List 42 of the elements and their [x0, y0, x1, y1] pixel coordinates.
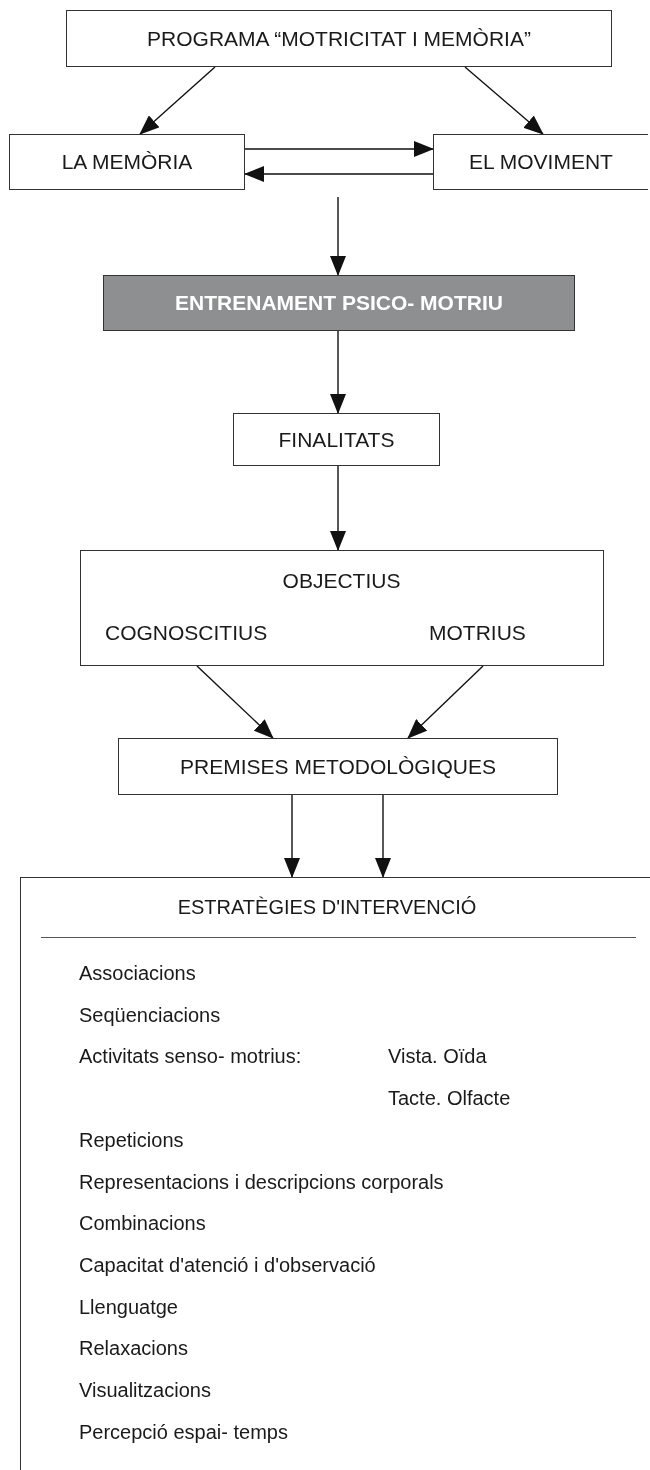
- arrow: [330, 330, 346, 414]
- objectives-box: [80, 550, 604, 666]
- box-label: PREMISES METODOLÒGIQUES: [180, 754, 496, 779]
- strategy-item: Relaxacions: [79, 1337, 188, 1361]
- arrow: [407, 665, 484, 739]
- box-label: PROGRAMA “MOTRICITAT I MEMÒRIA”: [147, 26, 531, 51]
- strategy-item: Representacions i descripcions corporals: [79, 1170, 444, 1194]
- box-heading: OBJECTIUS: [281, 569, 402, 593]
- strategy-item: Visualitzacions: [79, 1379, 211, 1402]
- arrow: [330, 196, 346, 276]
- program-box: [66, 10, 612, 67]
- arrow: [375, 794, 391, 878]
- arrow: [244, 141, 434, 157]
- strategies-panel: [20, 877, 650, 1470]
- box-label: EL MOVIMENT: [469, 150, 613, 174]
- highlighted-box: [103, 275, 575, 331]
- strategy-item: Tacte. Olfacte: [388, 1087, 511, 1111]
- arrow: [196, 665, 274, 739]
- process-box: [118, 738, 558, 795]
- box-label: LA MEMÒRIA: [61, 150, 193, 174]
- arrow: [464, 66, 544, 135]
- strategy-item: Vista. Oïda: [388, 1045, 487, 1069]
- strategy-item: Combinacions: [79, 1212, 206, 1236]
- box-label: FINALITATS: [278, 427, 395, 452]
- strategy-item: Capacitat d'atenció i d'observació: [79, 1253, 376, 1277]
- concept-box: [9, 134, 245, 190]
- strategy-item: Seqüenciacions: [79, 1003, 221, 1027]
- box-label: MOTRIUS: [429, 621, 526, 645]
- strategy-item: Activitats senso- motrius:: [79, 1045, 302, 1069]
- strategy-item: Associacions: [79, 962, 196, 985]
- arrow: [330, 465, 346, 551]
- concept-box: [433, 134, 648, 190]
- box-label: ENTRENAMENT PSICO- MOTRIU: [175, 291, 503, 315]
- panel-heading: ESTRATÈGIES D'INTERVENCIÓ: [176, 896, 478, 919]
- arrow: [139, 66, 216, 135]
- arrow: [244, 166, 434, 182]
- box-label: COGNOSCITIUS: [105, 621, 268, 645]
- strategy-item: Percepció espai- temps: [79, 1420, 288, 1444]
- strategy-item: Repeticions: [79, 1128, 184, 1152]
- arrow: [284, 794, 300, 878]
- process-box: [233, 413, 440, 466]
- strategy-item: Llenguatge: [79, 1295, 178, 1319]
